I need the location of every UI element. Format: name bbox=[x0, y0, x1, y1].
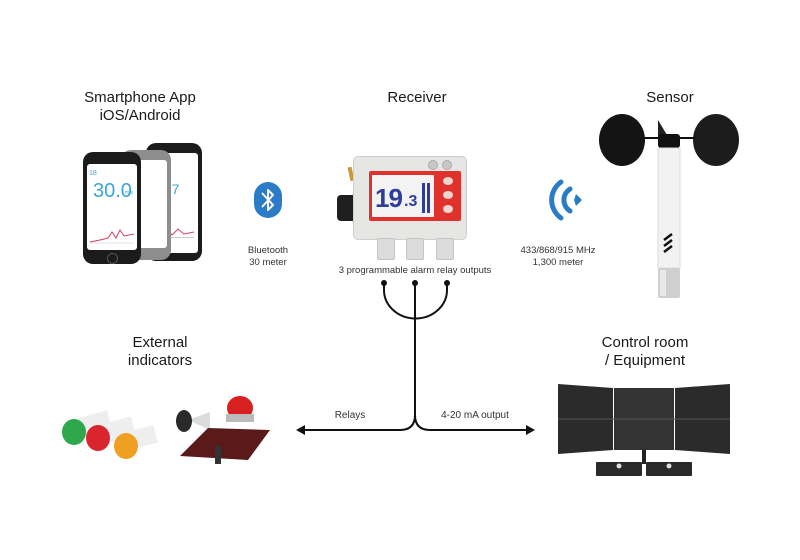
control-room-video-wall bbox=[558, 384, 730, 476]
title-line: / Equipment bbox=[604, 352, 686, 369]
title-line: Smartphone App bbox=[84, 89, 196, 106]
red-indicator-lamp bbox=[86, 425, 110, 451]
phone-front-value: 30.0 bbox=[93, 180, 132, 202]
caption-line: 1,300 meter bbox=[532, 257, 584, 268]
title-line: iOS/Android bbox=[99, 107, 181, 124]
receiver-button-1[interactable] bbox=[443, 177, 453, 185]
title-line: Control room bbox=[601, 334, 689, 351]
logo-mark-icon bbox=[663, 233, 673, 253]
connector-knob bbox=[337, 195, 357, 221]
analog-output-label: 4-20 mA output bbox=[441, 410, 509, 421]
radio-caption: 433/868/915 MHz 1,300 meter bbox=[508, 245, 608, 269]
caption-line: 433/868/915 MHz bbox=[520, 245, 596, 256]
anemometer-cup-left bbox=[599, 114, 645, 166]
receiver-button-2[interactable] bbox=[443, 191, 453, 199]
anemometer-sensor bbox=[599, 114, 739, 298]
phone-small-value: 18 bbox=[89, 170, 97, 177]
green-indicator-lamp bbox=[62, 419, 86, 445]
display-decimal: .3 bbox=[404, 193, 418, 210]
caption-line: Bluetooth bbox=[247, 245, 289, 256]
wireless-signal-icon bbox=[549, 179, 582, 221]
cable-gland-3 bbox=[436, 238, 454, 260]
caption-line: 30 meter bbox=[249, 257, 287, 268]
home-button-icon bbox=[107, 253, 118, 264]
bluetooth-icon bbox=[254, 182, 282, 218]
cable-gland-1 bbox=[377, 238, 395, 260]
external-indicators-image bbox=[62, 396, 270, 464]
bluetooth-caption: Bluetooth 30 meter bbox=[232, 245, 304, 269]
analog-branch-line bbox=[414, 414, 528, 431]
led-indicator bbox=[428, 160, 438, 170]
external-indicators-title: External indicators bbox=[90, 334, 230, 370]
smartphone-app-title: Smartphone App iOS/Android bbox=[60, 89, 220, 125]
title-line: indicators bbox=[127, 352, 193, 369]
arrow-right-icon bbox=[526, 425, 535, 435]
chart-sparkline-icon bbox=[90, 229, 134, 244]
arrow-left-icon bbox=[296, 425, 305, 435]
mounting-plate bbox=[180, 428, 270, 460]
led-indicator bbox=[442, 160, 452, 170]
control-room-title: Control room / Equipment bbox=[570, 334, 720, 370]
sensor-title: Sensor bbox=[646, 89, 694, 106]
title-line: External bbox=[132, 334, 188, 351]
phone-unit: m/s bbox=[125, 190, 134, 196]
display-value: 19 bbox=[375, 183, 403, 213]
relays-label: Relays bbox=[334, 410, 366, 421]
bar-indicator bbox=[427, 183, 430, 213]
receiver-button-3[interactable] bbox=[443, 205, 453, 213]
receiver-title: Receiver bbox=[387, 89, 447, 106]
horn-speaker bbox=[188, 412, 210, 430]
anemometer-cup-right bbox=[693, 114, 739, 166]
control-console bbox=[646, 462, 692, 476]
receiver-caption: 3 programmable alarm relay outputs bbox=[338, 265, 492, 276]
control-console bbox=[596, 462, 642, 476]
orange-indicator-lamp bbox=[114, 433, 138, 459]
bar-indicator bbox=[422, 183, 425, 213]
lcd-display: 19 .3 bbox=[372, 175, 434, 217]
phone-front: 18 30.0 m/s bbox=[83, 152, 141, 264]
cable-gland-2 bbox=[406, 238, 424, 260]
